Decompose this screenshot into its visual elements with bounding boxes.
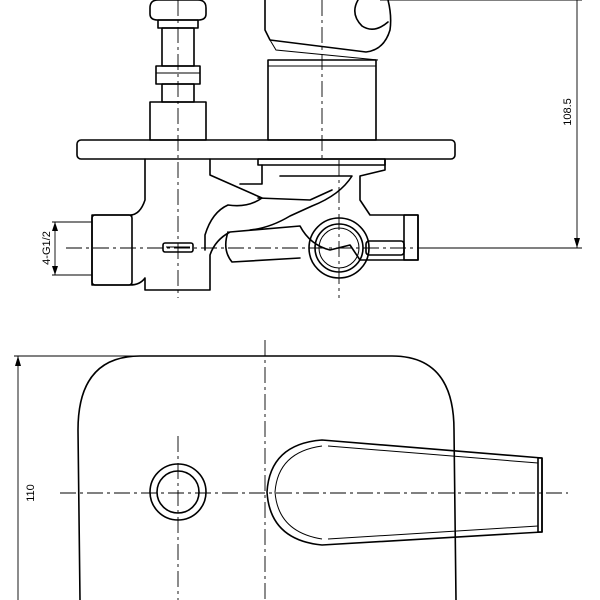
cover-plate [76, 139, 456, 160]
dimension-thread: 4-G1/2 [41, 221, 92, 276]
dimension-label-110: 110 [25, 484, 37, 502]
centre-lines-lower [60, 340, 568, 600]
dimension-108-5: 108.5 [380, 0, 582, 249]
front-elevation-view: 110 [14, 340, 568, 600]
handle-body-side [264, 0, 392, 141]
side-elevation-view: 108.5 4-G1/2 [41, 0, 582, 298]
dimension-110: 110 [14, 355, 140, 600]
valve-body [91, 158, 419, 291]
front-plate [77, 355, 457, 600]
thread-callout-label: 4-G1/2 [41, 231, 53, 265]
lever-handle-front [266, 439, 543, 546]
dimension-label-108-5: 108.5 [562, 98, 574, 126]
centre-lines-upper [66, 0, 430, 298]
